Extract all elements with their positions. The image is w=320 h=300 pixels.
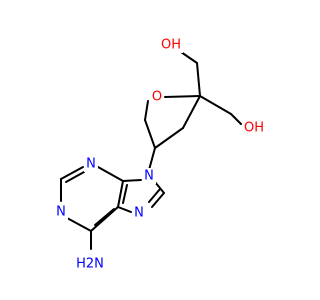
bond-o-c5 — [144, 100, 149, 121]
atom-label-background — [75, 256, 105, 272]
atom-ring-oxygen: O — [150, 89, 164, 105]
bond-c4a-c5a — [117, 180, 124, 208]
bond-c5-c4 — [144, 119, 156, 149]
atom-label-n7: N — [134, 206, 144, 221]
bond-n3-c2p — [60, 166, 84, 180]
atom-label-background — [142, 168, 156, 184]
molecule-diagram: OH O OH N N N N H2N — [54, 37, 266, 272]
atom-label-oh-top: OH — [161, 38, 181, 53]
bond-c8-n7 — [151, 192, 165, 208]
atom-n7: N — [132, 205, 146, 221]
atom-oh-top: OH — [159, 37, 183, 53]
structure-canvas: OH O OH N N N N H2N — [54, 37, 266, 272]
bond-c4a-c5a-double — [122, 184, 128, 204]
atom-label-n3: N — [86, 157, 96, 172]
atom-label-background — [150, 89, 164, 105]
bond-n9-c4a — [122, 179, 142, 182]
bond-c8-n7-double — [148, 188, 161, 203]
atom-labels: OH O OH N N N N H2N — [54, 37, 266, 272]
atom-label-background — [242, 120, 266, 136]
atom-label-oh-right: OH — [244, 121, 264, 136]
bond-n7-c5a — [117, 206, 132, 213]
atom-label-n1: N — [56, 205, 66, 220]
bond-c4a-n3 — [97, 166, 124, 182]
atom-label-amino-n: H2N — [76, 257, 104, 272]
bond-c4-n9 — [148, 147, 156, 171]
atom-label-background — [159, 37, 183, 53]
bond-n9-c8 — [154, 181, 165, 194]
bond-c6-c5a-double — [94, 208, 115, 226]
bond-c3-c4 — [154, 127, 184, 149]
atom-oh-right: OH — [242, 120, 266, 136]
bond-c2-c3 — [182, 95, 201, 129]
bond-n3-c2p-double — [65, 171, 85, 183]
atom-label-background — [132, 205, 146, 221]
bond-ch2-oh-right — [230, 113, 242, 125]
atom-label-background — [84, 156, 98, 172]
atom-amino-n: H2N — [75, 256, 105, 272]
bond-o-c2 — [164, 95, 201, 98]
atom-label-n9: N — [144, 169, 154, 184]
atom-n3: N — [84, 156, 98, 172]
bonds — [60, 51, 242, 250]
bond-c6-c5a — [90, 206, 119, 232]
bond-n1-c6 — [66, 217, 92, 232]
atom-n9: N — [142, 168, 156, 184]
bond-c2-ch2-right — [199, 95, 232, 115]
atom-label-background — [54, 204, 68, 220]
atom-label-ring-oxygen: O — [152, 90, 162, 105]
bond-ch2-oh-top — [180, 51, 198, 64]
atom-n1: N — [54, 204, 68, 220]
bond-c2-ch2-top — [196, 62, 201, 97]
